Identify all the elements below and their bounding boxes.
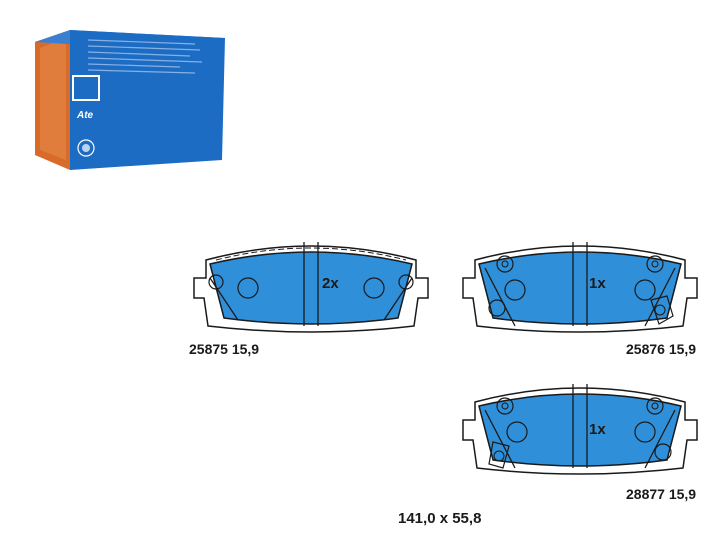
- brake-pad-3: 1x: [455, 380, 705, 480]
- brand-logo-text: Ate: [77, 110, 94, 121]
- ate-product-box: Ate: [30, 30, 230, 180]
- pad-2-qty: 1x: [589, 275, 606, 292]
- pad-3-part-number: 28877 15,9: [626, 486, 697, 502]
- pad-1-qty: 2x: [322, 275, 339, 292]
- brake-pad-1: 2x: [186, 238, 436, 338]
- pad-1-part-number: 25875 15,9: [189, 341, 260, 357]
- brake-pad-2: 1x: [455, 238, 705, 338]
- pad-dimensions: 141,0 x 55,8: [398, 510, 482, 527]
- pad-2-part-number: 25876 15,9: [626, 341, 697, 357]
- pad-3-qty: 1x: [589, 421, 606, 438]
